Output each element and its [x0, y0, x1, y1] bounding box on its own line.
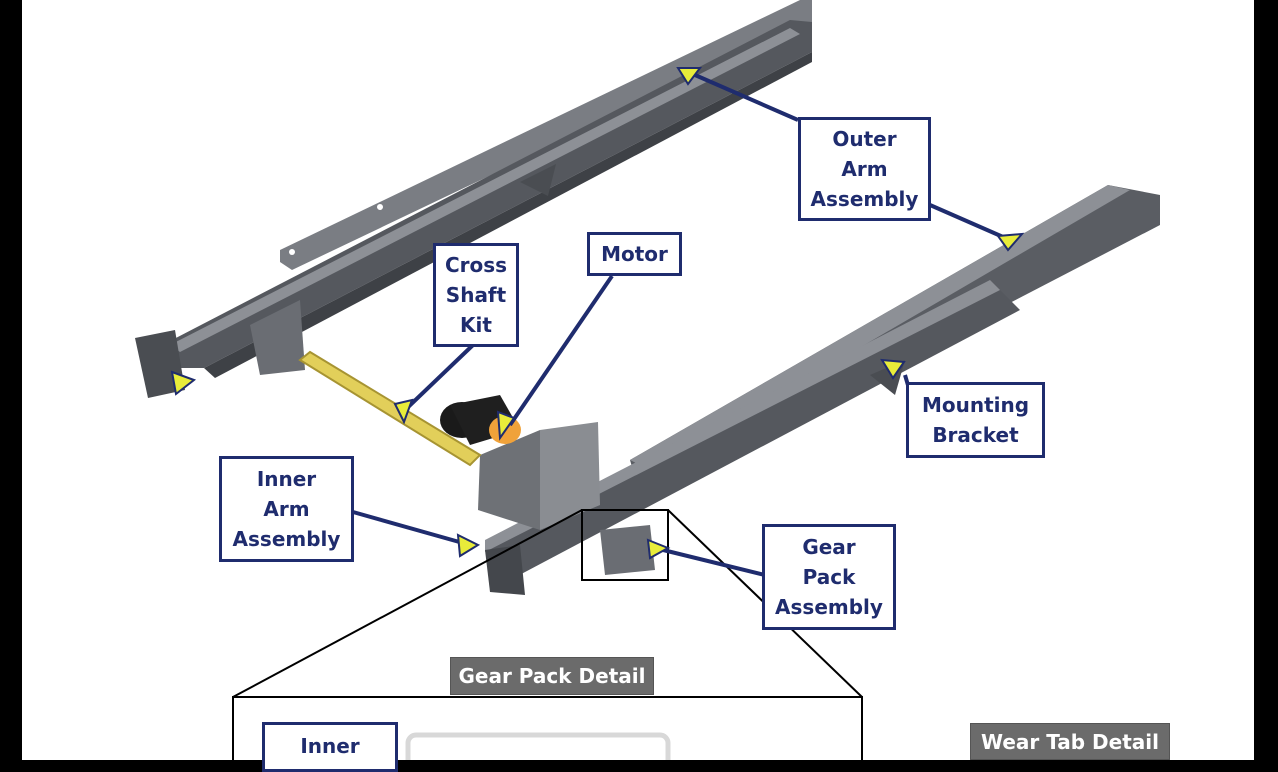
arrowheads	[170, 67, 1025, 560]
arrow-outer-arm-right	[996, 232, 1025, 252]
label-line: Assembly	[775, 595, 883, 619]
outer-arm-rail-left	[135, 0, 812, 398]
label-line: Cross	[444, 253, 508, 277]
label-line: Mounting	[921, 393, 1030, 417]
label-line: Arm	[841, 157, 888, 181]
label-line: Assembly	[232, 527, 341, 551]
arrow-cross-shaft	[393, 398, 414, 425]
label-line: Arm	[263, 497, 310, 521]
wear-tab-detail-tab: Wear Tab Detail	[970, 723, 1170, 760]
label-line: Gear	[802, 535, 856, 559]
label-line: Shaft	[445, 283, 507, 307]
label-line: Inner	[300, 734, 360, 758]
label-line: Kit	[460, 313, 492, 337]
arrow-inner-arm	[456, 533, 481, 558]
gear-pack-detail-marker	[581, 509, 669, 581]
arrow-gear-pack	[646, 538, 671, 560]
cross-shaft-kit-label: Cross Shaft Kit	[433, 243, 519, 347]
inner-arm-rail-right	[485, 185, 1160, 595]
cross-shaft	[298, 350, 482, 467]
motor-label: Motor	[587, 232, 682, 276]
label-line: Pack	[802, 565, 856, 589]
gear-pack-detail-frame	[232, 696, 863, 760]
arrow-rail-end	[170, 370, 197, 396]
label-line: Outer	[832, 127, 897, 151]
label-line: Inner	[256, 467, 317, 491]
arrow-outer-arm-top	[676, 67, 702, 86]
inner-detail-label: Inner	[262, 722, 398, 772]
inner-arm-assembly-label: Inner Arm Assembly	[219, 456, 354, 562]
label-line: Motor	[601, 242, 668, 266]
detail-line-left	[232, 509, 583, 698]
gear-pack-detail-tab: Gear Pack Detail	[450, 657, 654, 695]
arrow-motor	[496, 410, 516, 441]
label-line: Bracket	[932, 423, 1019, 447]
outer-arm-assembly-label: Outer Arm Assembly	[798, 117, 931, 221]
mounting-bracket-label: Mounting Bracket	[906, 382, 1045, 458]
label-line: Assembly	[810, 187, 919, 211]
gear-pack-assembly-label: Gear Pack Assembly	[762, 524, 896, 630]
arrow-mounting-bracket	[880, 358, 906, 380]
